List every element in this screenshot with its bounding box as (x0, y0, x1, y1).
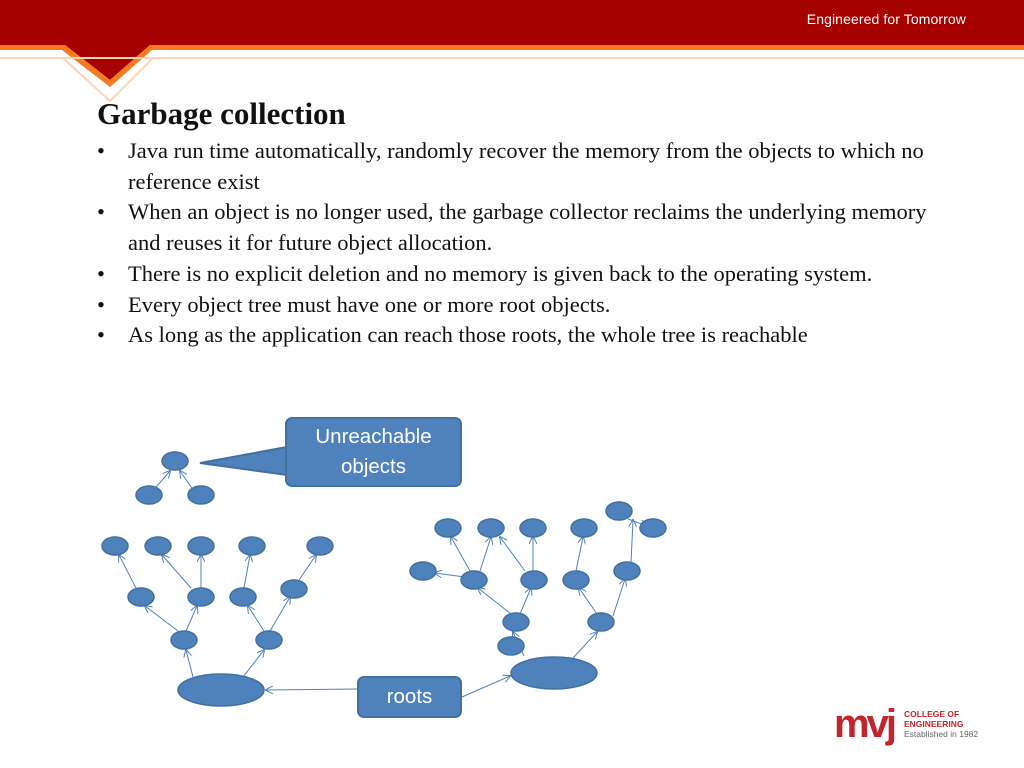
edge-arrow (145, 606, 179, 632)
edge-arrow (186, 650, 194, 678)
edge-arrow (119, 555, 137, 589)
object-node (605, 501, 633, 521)
object-node (127, 587, 155, 607)
object-node (144, 536, 172, 556)
bullet-item: There is no explicit deletion and no mem… (97, 259, 937, 290)
edge-arrow (478, 588, 512, 615)
root-object-node (177, 673, 265, 707)
slide-title: Garbage collection (97, 96, 346, 131)
edge-arrow (248, 606, 265, 632)
edge-arrow (451, 537, 471, 572)
object-node (460, 570, 488, 590)
object-node (280, 579, 308, 599)
edge-arrow (162, 555, 192, 589)
bullet-item: Every object tree must have one or more … (97, 290, 937, 321)
object-node (639, 518, 667, 538)
root-object-node (510, 656, 598, 690)
object-node (187, 536, 215, 556)
edge-arrow (579, 588, 598, 615)
callout-pointer (199, 445, 288, 477)
object-node (502, 612, 530, 632)
unreachable-object-node (187, 485, 215, 505)
object-node (255, 630, 283, 650)
unreachable-objects-callout: Unreachable objects (285, 417, 462, 487)
bullet-item: Java run time automatically, randomly re… (97, 136, 937, 197)
bullet-item: As long as the application can reach tho… (97, 320, 937, 351)
logo-line-established: Established in 1982 (903, 729, 979, 739)
object-node (170, 630, 198, 650)
object-tree-diagram (101, 445, 667, 707)
object-node (570, 518, 598, 538)
logo-line-college: COLLEGE OF (903, 709, 960, 719)
edge-arrow (243, 555, 250, 589)
roots-label: roots (386, 685, 433, 708)
object-node (477, 518, 505, 538)
object-node (229, 587, 257, 607)
logo-line-engineering: ENGINEERING (903, 719, 964, 729)
edge-arrow (500, 537, 526, 572)
edge-arrow (185, 606, 197, 632)
edge-arrow (612, 579, 625, 617)
edge-arrow (479, 537, 491, 572)
object-node (520, 570, 548, 590)
header-tagline: Engineered for Tomorrow (806, 11, 966, 27)
edge-arrow (519, 588, 531, 615)
object-node (306, 536, 334, 556)
edge-arrow (242, 650, 264, 678)
edge-arrow (631, 520, 633, 564)
edge-arrow (461, 676, 510, 698)
object-node (101, 536, 129, 556)
logo-text: COLLEGE OF ENGINEERING Established in 19… (904, 709, 978, 739)
object-node (613, 561, 641, 581)
object-node (409, 561, 437, 581)
object-node (187, 587, 215, 607)
header-banner (0, 0, 1024, 103)
object-node (562, 570, 590, 590)
object-node (497, 636, 525, 656)
unreachable-objects-label: Unreachable objects (315, 425, 432, 478)
object-node (587, 612, 615, 632)
unreachable-object-node (135, 485, 163, 505)
roots-callout: roots (357, 676, 462, 718)
unreachable-object-node (161, 451, 189, 471)
object-node (238, 536, 266, 556)
logo-mark: mvj (834, 702, 897, 746)
college-logo: mvj COLLEGE OF ENGINEERING Established i… (834, 700, 994, 748)
edge-arrow (575, 537, 583, 572)
bullet-item: When an object is no longer used, the ga… (97, 197, 937, 258)
edge-arrow (269, 597, 290, 632)
edge-arrow (266, 689, 359, 690)
object-node (519, 518, 547, 538)
edge-arrow (572, 632, 597, 659)
object-node (434, 518, 462, 538)
bullet-list: Java run time automatically, randomly re… (97, 136, 937, 351)
edge-arrow (298, 555, 316, 581)
